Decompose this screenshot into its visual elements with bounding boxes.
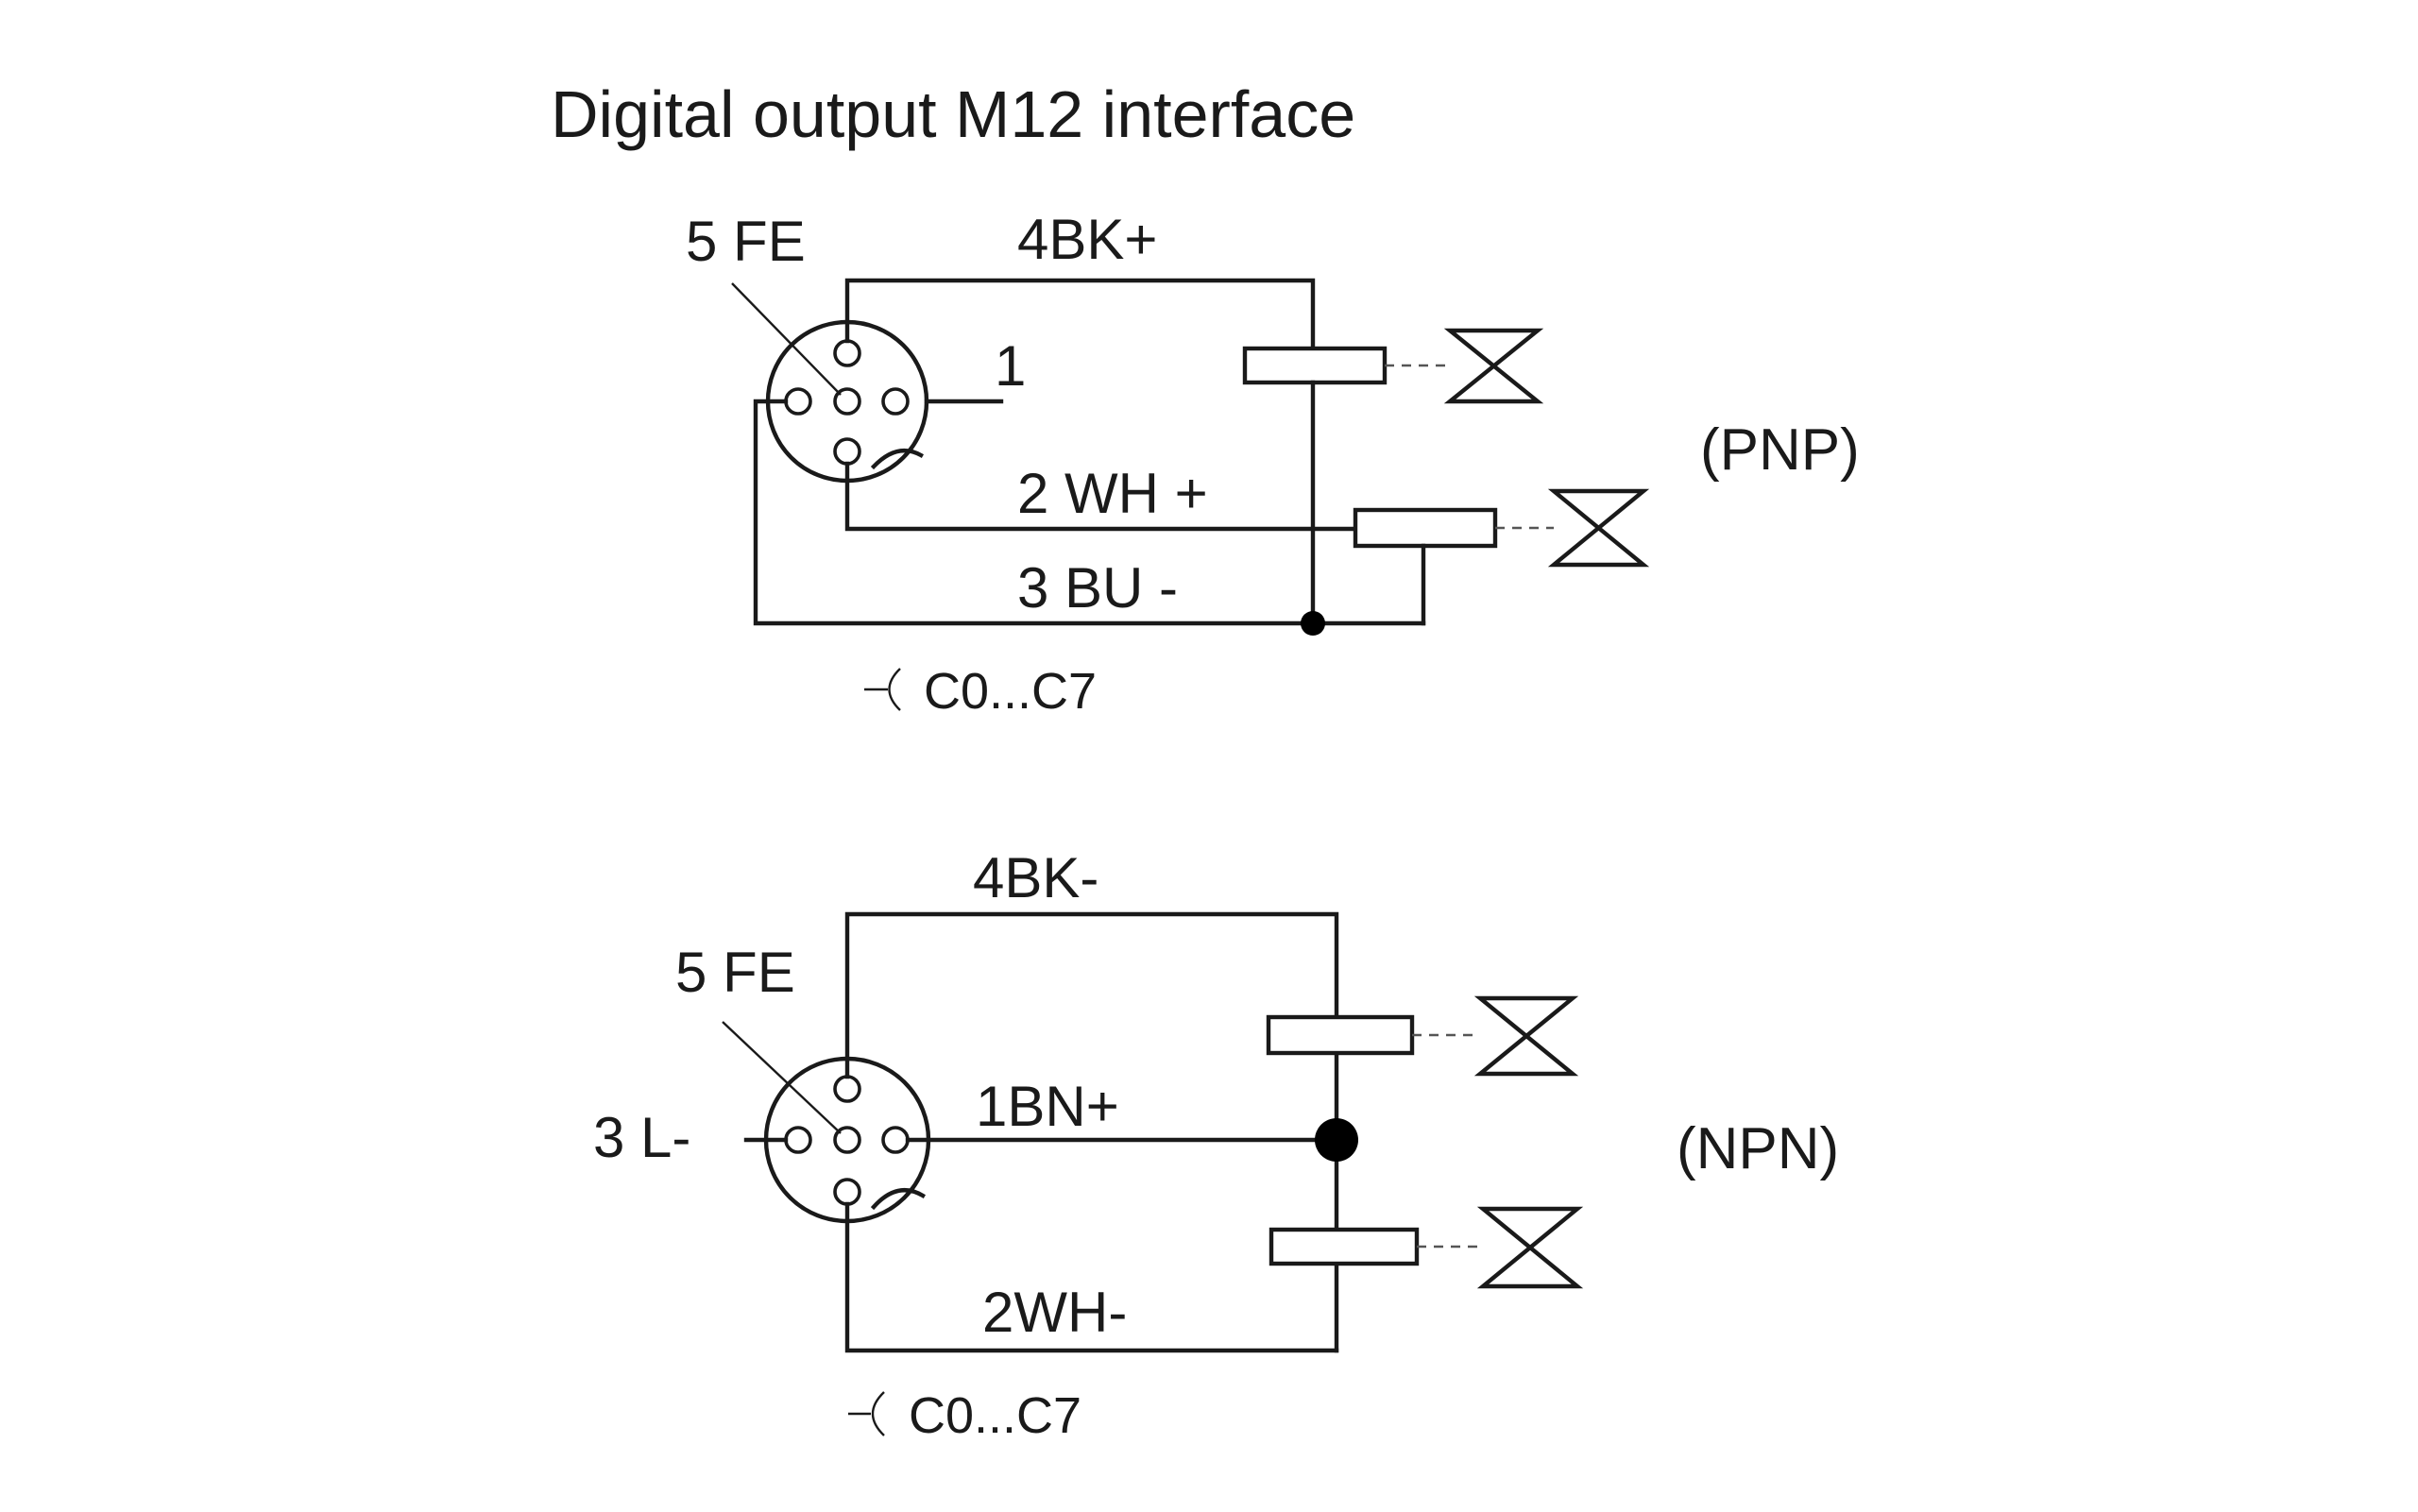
pnp-wire-top-label: 4BK+ bbox=[1017, 208, 1157, 271]
npn-pin-5 bbox=[833, 1126, 861, 1154]
npn-type-label: (NPN) bbox=[1677, 1116, 1839, 1181]
pnp-type-label: (PNP) bbox=[1700, 417, 1860, 483]
pnp-pin1-label: 1 bbox=[995, 334, 1026, 398]
npn-lower-load bbox=[1269, 1227, 1420, 1266]
pnp-wire-2wh bbox=[844, 461, 1358, 532]
pnp-pin-4 bbox=[833, 339, 861, 367]
pnp-lower-valve-icon bbox=[1547, 488, 1650, 568]
npn-wire-mid-label: 1BN+ bbox=[976, 1075, 1119, 1138]
npn-circuit: 5 FE 3 L- 4BK- 1BN+ 2WH- C0...C7 (NPN) bbox=[593, 846, 1839, 1444]
diagram-title: Digital output M12 interface bbox=[551, 77, 1355, 151]
pnp-fe-label: 5 FE bbox=[686, 210, 806, 273]
npn-cable-symbol-icon bbox=[848, 1391, 885, 1436]
pnp-wire-mid-label: 2 WH + bbox=[1017, 462, 1208, 525]
npn-upper-valve-icon bbox=[1473, 995, 1579, 1077]
npn-m12-connector bbox=[763, 1056, 931, 1224]
pnp-circuit: 5 FE 1 4BK+ 2 WH + 3 BU - C0...C7 (PNP) bbox=[686, 208, 1860, 720]
pnp-wire-3bu bbox=[753, 399, 1426, 626]
pnp-wire-4bk bbox=[844, 278, 1316, 351]
pnp-lower-load bbox=[1353, 507, 1498, 549]
npn-wire-2wh bbox=[844, 1201, 1339, 1353]
npn-fe-leader bbox=[722, 1021, 842, 1134]
pnp-junction-dot bbox=[1301, 611, 1325, 636]
npn-cable-code: C0...C7 bbox=[909, 1387, 1081, 1444]
pnp-cable-code: C0...C7 bbox=[924, 663, 1097, 720]
pnp-connector-key bbox=[870, 448, 924, 470]
npn-pin-4 bbox=[833, 1075, 861, 1103]
pnp-pin-3 bbox=[784, 387, 812, 416]
pnp-cable-symbol-icon bbox=[864, 668, 901, 711]
npn-lower-valve-icon bbox=[1476, 1206, 1584, 1289]
pnp-fe-leader bbox=[731, 282, 842, 396]
npn-pin-3 bbox=[784, 1126, 812, 1154]
pnp-upper-load bbox=[1242, 346, 1388, 385]
pnp-pin-5 bbox=[833, 387, 861, 416]
npn-pin3-label: 3 L- bbox=[593, 1106, 690, 1169]
npn-upper-load bbox=[1266, 1014, 1415, 1056]
npn-junction-dot bbox=[1315, 1118, 1358, 1162]
pnp-wire-bottom-label: 3 BU - bbox=[1017, 556, 1178, 620]
npn-wire-bottom-label: 2WH- bbox=[982, 1281, 1127, 1344]
pnp-pin-1 bbox=[881, 387, 910, 416]
npn-wire-top-label: 4BK- bbox=[973, 846, 1098, 909]
pnp-upper-valve-icon bbox=[1443, 328, 1544, 404]
npn-fe-label: 5 FE bbox=[675, 941, 795, 1004]
pnp-pin-2 bbox=[833, 437, 861, 466]
npn-pin-1 bbox=[881, 1126, 910, 1154]
npn-pin-2 bbox=[833, 1178, 861, 1206]
npn-connector-key bbox=[870, 1187, 927, 1211]
